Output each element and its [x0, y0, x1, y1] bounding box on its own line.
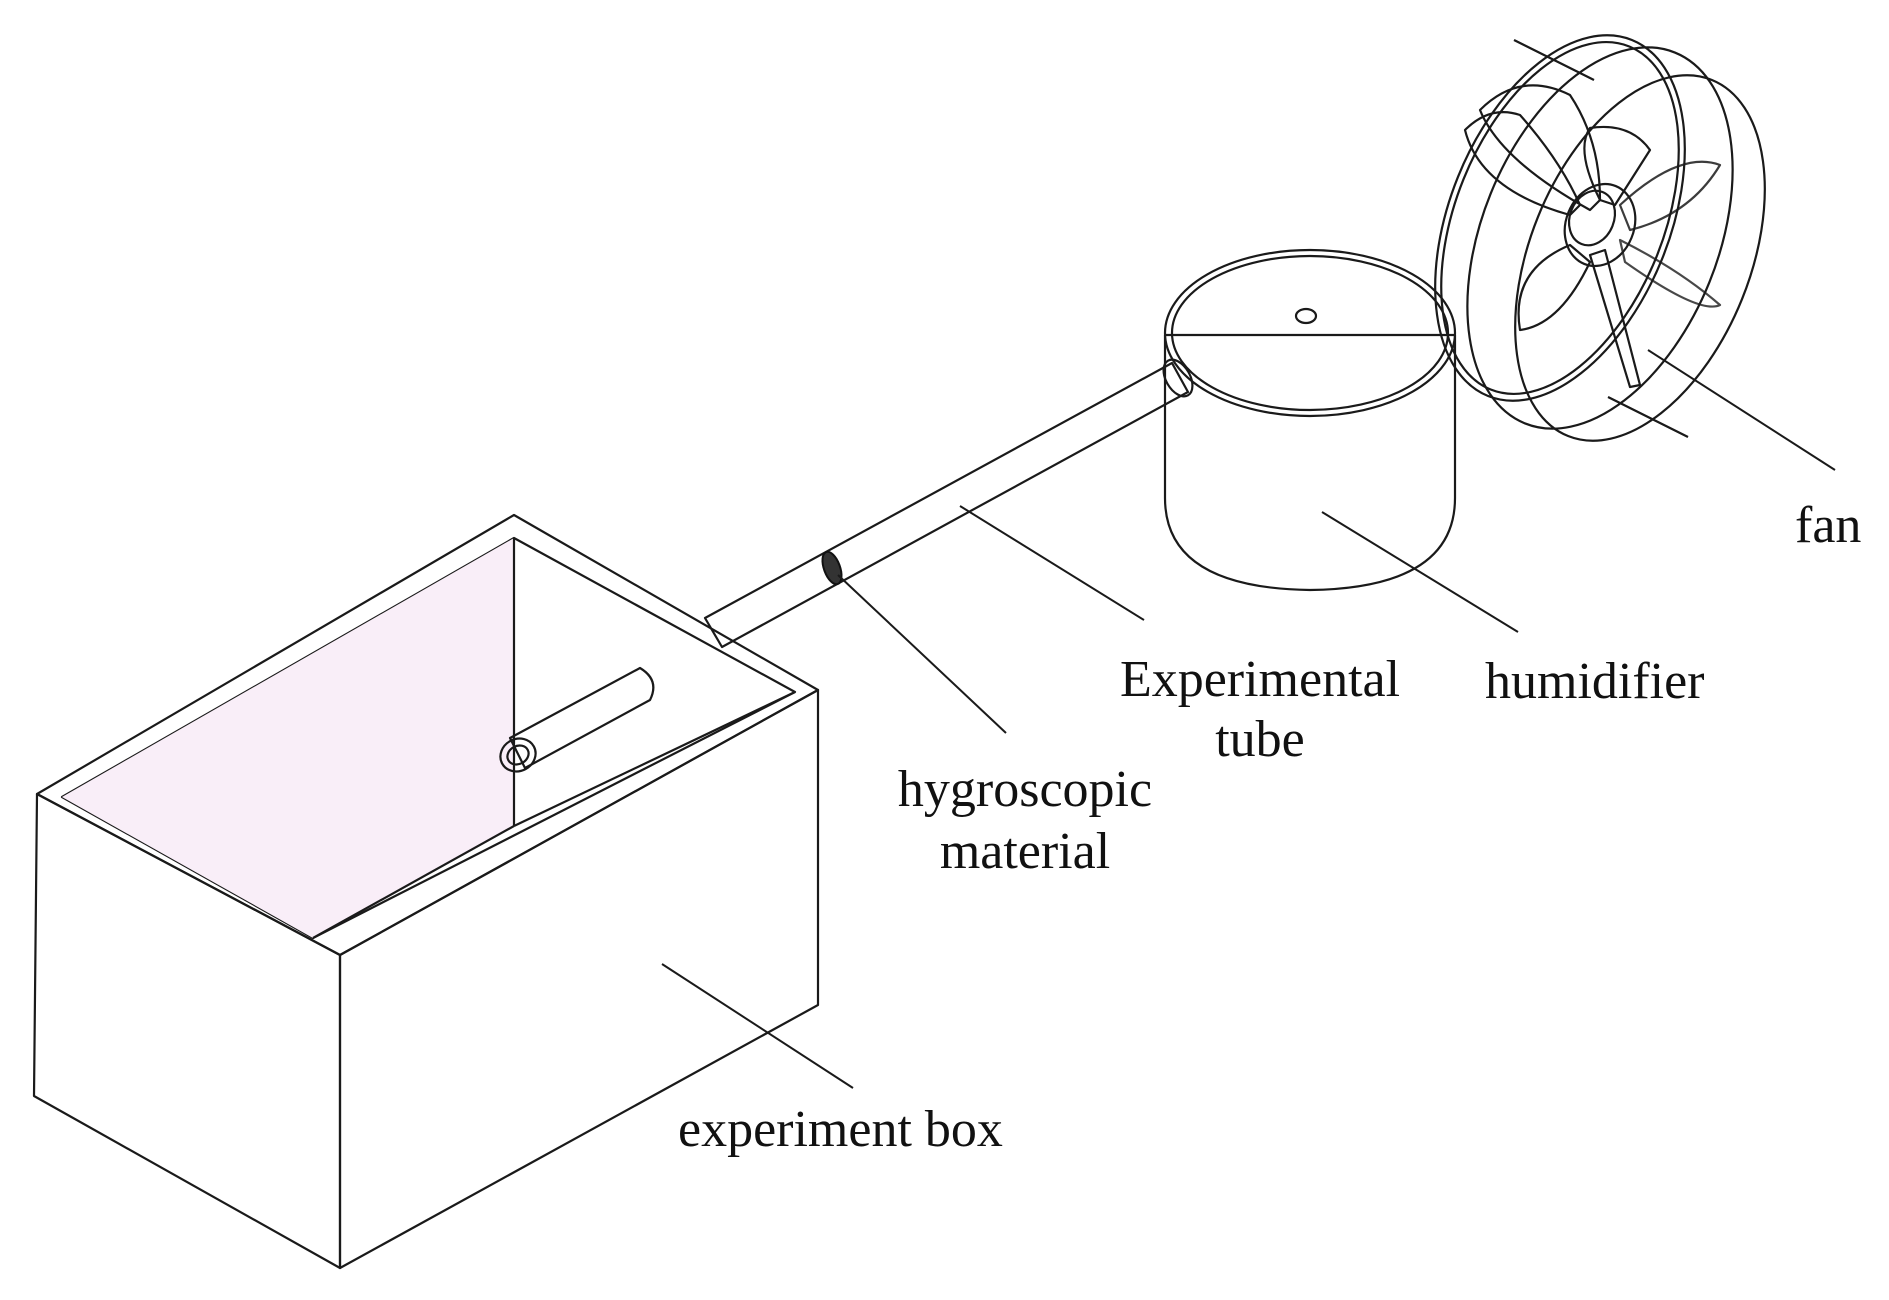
label-experimental-tube: Experimental tube: [1105, 648, 1415, 772]
label-hygroscopic-line1: hygroscopic: [897, 761, 1153, 818]
hygroscopic-material-band: [821, 550, 843, 586]
leader-hygroscopic-material: [837, 574, 1007, 734]
label-experiment-box: experiment box: [678, 1101, 1003, 1158]
label-hygroscopic-line2: material: [939, 823, 1111, 880]
label-hygroscopic-material: hygroscopic material: [880, 758, 1170, 884]
humidifier: [1163, 248, 1457, 592]
experimental-tube: [703, 358, 1194, 649]
fan: [1434, 34, 1766, 442]
fan-blades: [1463, 84, 1722, 389]
label-fan: fan: [1795, 497, 1862, 554]
label-experimental-tube-line1: Experimental: [1119, 651, 1401, 708]
leader-experiment-box: [661, 963, 854, 1089]
leader-fan: [1647, 349, 1836, 471]
leader-humidifier: [1321, 511, 1519, 633]
label-experimental-tube-line2: tube: [1215, 711, 1305, 768]
experiment-box: [32, 513, 820, 1270]
leader-experimental-tube: [959, 505, 1145, 621]
inner-tube-stub: [499, 666, 655, 773]
label-humidifier: humidifier: [1485, 653, 1705, 710]
